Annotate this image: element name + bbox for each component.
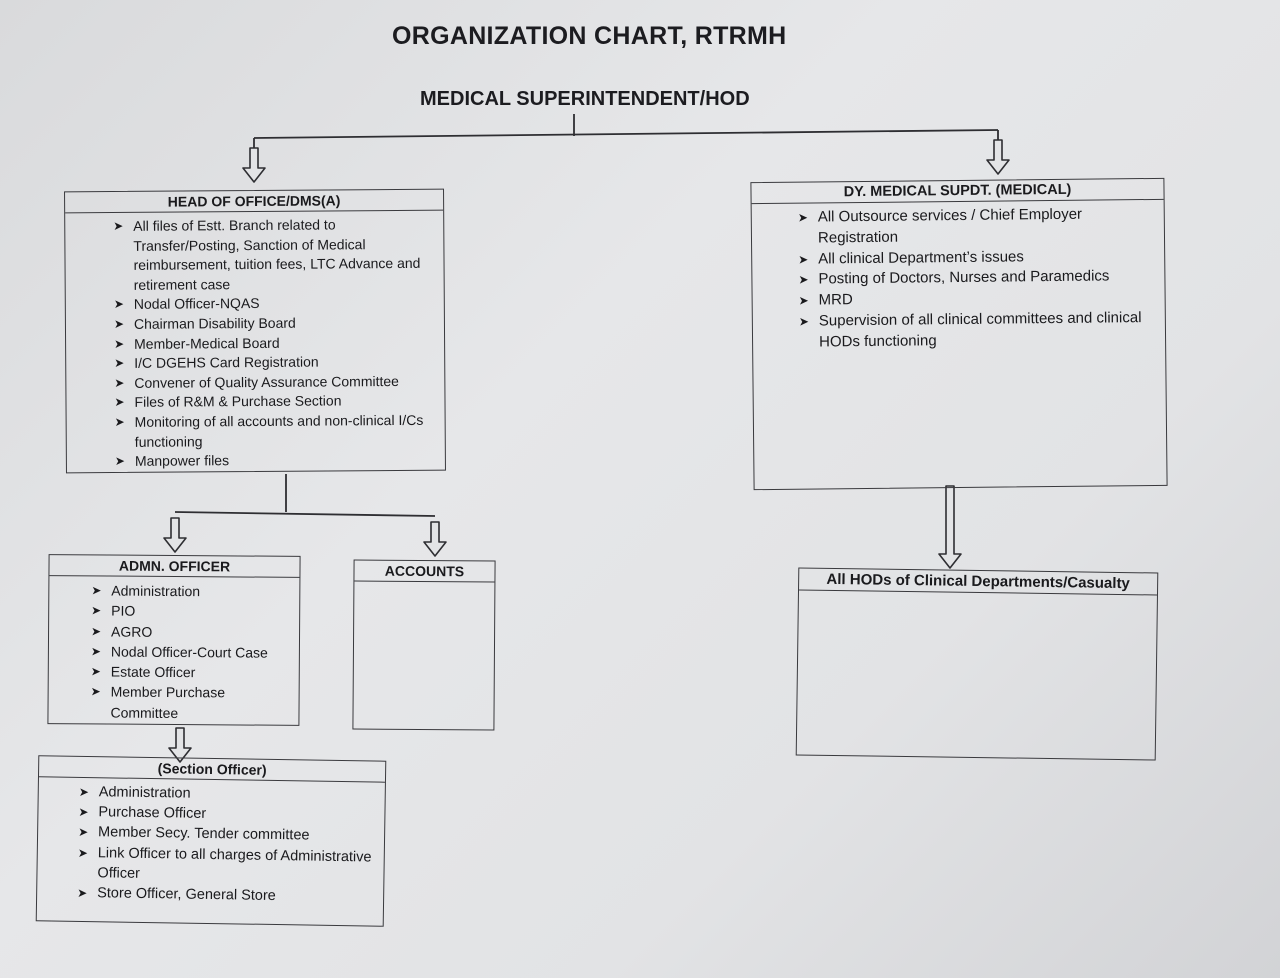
admn-officer-heading: ADMN. OFFICER — [49, 555, 300, 578]
arrowhead-bullet-icon: ➤ — [113, 316, 125, 331]
arrowhead-bullet-icon: ➤ — [113, 218, 124, 233]
list-item-text: Member Secy. Tender committee — [97, 824, 310, 844]
list-item-text: Store Officer, General Store — [97, 885, 276, 905]
list-item: ➤ Monitoring of all accounts and non-clin… — [109, 411, 441, 453]
clinical-hods-box: All HODs of Clinical Departments/Casualt… — [795, 567, 1159, 761]
arrowhead-bullet-icon: ➤ — [78, 805, 89, 820]
list-item-text: Files of R&M & Purchase Section — [134, 392, 342, 411]
clinical-hods-heading: All HODs of Clinical Departments/Casualt… — [799, 568, 1158, 596]
arrow-to-accounts — [423, 521, 447, 557]
list-item-text: Estate Officer — [110, 663, 196, 681]
list-item-text: All Outsource services / Chief Employer … — [817, 205, 1083, 247]
arrowhead-bullet-icon: ➤ — [91, 583, 102, 598]
list-item: ➤ Store Officer, General Store — [71, 883, 379, 908]
list-item: ➤ Link Officer to all charges of Administ… — [71, 842, 380, 887]
arrow-to-dy-medical-supdt — [986, 139, 1010, 175]
list-item-text: Supervision of all clinical committees a… — [818, 309, 1142, 351]
accounts-box: ACCOUNTS — [352, 559, 496, 731]
arrow-to-head-of-office — [242, 147, 266, 183]
list-item-text: MRD — [818, 291, 853, 309]
list-item: ➤ Member Purchase Committee — [84, 682, 294, 724]
accounts-heading: ACCOUNTS — [354, 560, 495, 583]
arrowhead-bullet-icon: ➤ — [90, 644, 102, 659]
list-item-text: PIO — [111, 602, 136, 620]
arrowhead-bullet-icon: ➤ — [78, 784, 89, 800]
list-item-text: Link Officer to all charges of Administr… — [97, 844, 372, 882]
arrowhead-bullet-icon: ➤ — [77, 885, 88, 901]
arrowhead-bullet-icon: ➤ — [114, 375, 125, 390]
list-item-text: Administration — [111, 582, 201, 600]
list-item: ➤ Chairman Disability Board — [108, 313, 440, 335]
arrowhead-bullet-icon: ➤ — [90, 684, 101, 699]
arrowhead-bullet-icon: ➤ — [114, 336, 125, 351]
arrowhead-bullet-icon: ➤ — [114, 395, 125, 410]
section-officer-list: ➤ Administration ➤ Purchase Officer ➤ Member … — [37, 777, 385, 908]
list-item: ➤ AGRO — [85, 621, 295, 643]
section-officer-box: (Section Officer) ➤Administration➤Purcha… — [35, 755, 387, 927]
arrowhead-bullet-icon: ➤ — [114, 414, 125, 429]
arrowhead-bullet-icon: ➤ — [91, 603, 102, 618]
top-role-label: MEDICAL SUPERINTENDENT/HOD — [420, 88, 750, 110]
head-of-office-heading: HEAD OF OFFICE/DMS(A) — [65, 189, 444, 214]
list-item-text: Member-Medical Board — [134, 334, 280, 352]
arrowhead-bullet-icon: ➤ — [91, 624, 102, 639]
arrowhead-bullet-icon: ➤ — [78, 825, 89, 840]
arrow-to-clinical-hods — [938, 485, 962, 569]
list-item: ➤ All Outsource services / Chief Employer… — [792, 204, 1158, 249]
list-item: ➤ All files of Estt. Branch related to Tr… — [107, 215, 440, 296]
list-item-text: Nodal Officer-NQAS — [133, 295, 260, 313]
dy-medical-supdt-list: ➤ All Outsource services / Chief Employer… — [752, 200, 1166, 354]
arrowhead-bullet-icon: ➤ — [798, 293, 809, 308]
list-item-text: Administration — [98, 784, 191, 802]
arrowhead-bullet-icon: ➤ — [114, 356, 125, 371]
arrowhead-bullet-icon: ➤ — [798, 272, 809, 288]
arrowhead-bullet-icon: ➤ — [114, 454, 126, 469]
list-item-text: AGRO — [111, 623, 153, 640]
connector-top-bar — [253, 129, 999, 139]
chart-title: ORGANIZATION CHART, RTRMH — [392, 22, 787, 50]
list-item-text: Convener of Quality Assurance Committee — [134, 372, 399, 391]
dy-medical-supdt-box: DY. MEDICAL SUPDT. (MEDICAL) ➤All Outsou… — [750, 177, 1168, 491]
list-item: ➤ Supervision of all clinical committees … — [793, 308, 1159, 353]
head-of-office-box: HEAD OF OFFICE/DMS(A) ➤ All files of Estt… — [64, 188, 446, 474]
list-item-text: Manpower files — [134, 452, 230, 469]
list-item-text: Purchase Officer — [98, 804, 207, 823]
admn-officer-box: ADMN. OFFICER ➤ Administration ➤ PIO ➤ AGRO ➤ N… — [47, 554, 301, 726]
arrowhead-bullet-icon: ➤ — [798, 314, 809, 329]
head-of-office-list: ➤ All files of Estt. Branch related to Tr… — [65, 211, 445, 472]
list-item-text: Posting of Doctors, Nurses and Paramedic… — [818, 267, 1110, 288]
arrowhead-bullet-icon: ➤ — [797, 210, 808, 225]
list-item-text: Monitoring of all accounts and non-clini… — [134, 411, 424, 450]
admn-officer-list: ➤ Administration ➤ PIO ➤ AGRO ➤ Nodal Officer-C… — [48, 576, 299, 724]
list-item: ➤ Estate Officer — [85, 662, 295, 684]
list-item-text: Nodal Officer-Court Case — [110, 643, 268, 661]
list-item-text: Member Purchase Committee — [110, 684, 226, 721]
arrowhead-bullet-icon: ➤ — [798, 252, 809, 267]
list-item: ➤ I/C DGEHS Card Registration — [108, 352, 440, 374]
list-item: ➤ Convener of Quality Assurance Committee — [108, 371, 440, 393]
list-item: ➤ Nodal Officer-NQAS — [108, 293, 440, 315]
arrowhead-bullet-icon: ➤ — [113, 297, 124, 312]
list-item: ➤ Files of R&M & Purchase Section — [108, 391, 440, 413]
list-item: ➤ Member-Medical Board — [108, 332, 440, 354]
list-item: ➤ Nodal Officer-Court Case — [85, 641, 295, 663]
list-item: ➤ Administration — [85, 580, 295, 602]
arrowhead-bullet-icon: ➤ — [90, 664, 101, 679]
arrowhead-bullet-icon: ➤ — [77, 845, 88, 860]
list-item-text: All clinical Department’s issues — [818, 247, 1024, 268]
list-item-text: All files of Estt. Branch related to Tra… — [133, 216, 421, 293]
list-item: ➤ PIO — [85, 601, 295, 623]
arrow-to-admn-officer — [163, 517, 187, 553]
connector-hoo-bar — [174, 511, 436, 517]
list-item-text: I/C DGEHS Card Registration — [134, 353, 319, 372]
list-item: ➤ Manpower files — [109, 450, 441, 472]
list-item-text: Chairman Disability Board — [133, 314, 296, 332]
